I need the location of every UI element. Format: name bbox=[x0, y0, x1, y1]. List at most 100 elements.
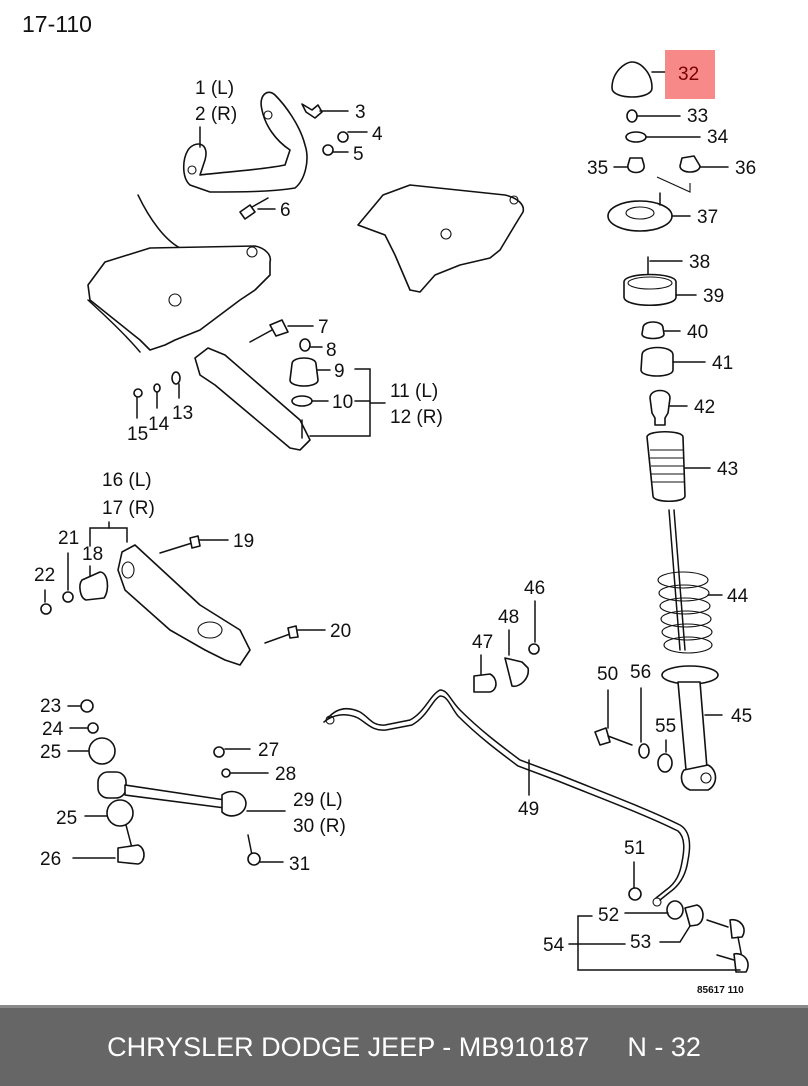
callout-15: 15 bbox=[127, 424, 148, 445]
clamp-48[interactable] bbox=[504, 657, 530, 688]
callout-20: 20 bbox=[330, 621, 351, 642]
callout-10: 10 bbox=[332, 392, 353, 413]
callout-5: 5 bbox=[353, 144, 364, 165]
callout-6: 6 bbox=[280, 200, 291, 221]
callout-50: 50 bbox=[597, 664, 618, 685]
callout-12: 12 (R) bbox=[390, 407, 443, 428]
callout-41: 41 bbox=[712, 353, 733, 374]
bolt-46[interactable] bbox=[528, 643, 540, 655]
stabilizer-bar-49[interactable] bbox=[323, 689, 691, 907]
bolt-6[interactable] bbox=[239, 197, 269, 220]
callout-13: 13 bbox=[172, 403, 193, 424]
insulator-39[interactable] bbox=[623, 273, 677, 306]
clip-10[interactable] bbox=[291, 395, 313, 407]
callout-40: 40 bbox=[687, 322, 708, 343]
nut-33[interactable] bbox=[626, 109, 638, 123]
callout-21: 21 bbox=[58, 528, 79, 549]
part-number-title: CHRYSLER DODGE JEEP - MB910187 bbox=[107, 1031, 590, 1062]
washer-13[interactable] bbox=[171, 371, 181, 385]
callout-54: 54 bbox=[543, 935, 565, 956]
washer-21[interactable] bbox=[62, 591, 74, 603]
nut-4[interactable] bbox=[337, 131, 349, 143]
callout-43: 43 bbox=[717, 459, 738, 480]
bolt-31[interactable] bbox=[247, 834, 261, 866]
nut-23[interactable] bbox=[80, 699, 94, 713]
page-reference: 17-110 bbox=[22, 11, 92, 37]
strut-rod bbox=[668, 509, 681, 651]
cup-41[interactable] bbox=[640, 346, 674, 377]
bolt-3[interactable] bbox=[301, 103, 323, 119]
callout-32-highlighted[interactable]: 32 bbox=[678, 64, 699, 85]
nut-27[interactable] bbox=[213, 746, 225, 758]
seal-52[interactable] bbox=[666, 900, 684, 920]
nut-36[interactable] bbox=[679, 155, 701, 173]
callout-29: 29 (L) bbox=[293, 790, 343, 811]
nut-51[interactable] bbox=[628, 887, 642, 901]
bushing-9[interactable] bbox=[289, 357, 319, 387]
callout-17: 17 (R) bbox=[102, 498, 155, 519]
lower-arm-11-12[interactable] bbox=[194, 347, 311, 451]
highlight-box bbox=[665, 50, 715, 99]
callout-30: 30 (R) bbox=[293, 816, 346, 837]
callout-45: 45 bbox=[731, 706, 752, 727]
washer-24[interactable] bbox=[87, 722, 99, 734]
washer-5[interactable] bbox=[322, 144, 334, 156]
seat-40[interactable] bbox=[641, 321, 665, 340]
callout-16: 16 (L) bbox=[102, 470, 152, 491]
bolt-20[interactable] bbox=[264, 625, 299, 644]
callout-39: 39 bbox=[703, 286, 724, 307]
callout-55: 55 bbox=[655, 716, 676, 737]
washer-28[interactable] bbox=[221, 768, 231, 778]
trailing-arm-16-17[interactable] bbox=[117, 544, 251, 666]
shock-absorber-45[interactable] bbox=[661, 665, 719, 791]
callout-28: 28 bbox=[275, 764, 296, 785]
nut-22[interactable] bbox=[40, 603, 52, 615]
bump-stop-42[interactable] bbox=[649, 389, 671, 426]
callout-27: 27 bbox=[258, 740, 279, 761]
bushing-25-lower[interactable] bbox=[106, 799, 134, 827]
stabilizer-link-54[interactable] bbox=[706, 918, 749, 973]
bushing-18[interactable] bbox=[79, 571, 109, 601]
callout-25a: 25 bbox=[40, 742, 61, 763]
callout-48: 48 bbox=[498, 607, 519, 628]
figure-code: 85617 110 bbox=[697, 985, 744, 996]
coil-spring-44[interactable] bbox=[657, 571, 713, 654]
callout-53: 53 bbox=[630, 932, 651, 953]
nut-8[interactable] bbox=[299, 338, 311, 352]
upper-control-arm[interactable] bbox=[182, 91, 308, 193]
callout-35: 35 bbox=[587, 158, 608, 179]
callout-44: 44 bbox=[727, 586, 749, 607]
bolt-7[interactable] bbox=[249, 319, 289, 343]
cap-32[interactable] bbox=[611, 61, 653, 98]
mount-plate-37[interactable] bbox=[607, 192, 673, 232]
bushing-53[interactable] bbox=[684, 904, 704, 927]
callout-37: 37 bbox=[697, 207, 718, 228]
callout-3: 3 bbox=[355, 102, 366, 123]
bushing-25-upper[interactable] bbox=[88, 737, 116, 765]
callout-9: 9 bbox=[334, 361, 345, 382]
nut-15[interactable] bbox=[133, 388, 143, 398]
bracket-26[interactable] bbox=[117, 824, 145, 865]
nut-35[interactable] bbox=[627, 157, 645, 174]
bolt-19[interactable] bbox=[159, 535, 201, 554]
callout-11: 11 (L) bbox=[390, 381, 438, 402]
callout-49: 49 bbox=[518, 799, 539, 820]
bushing-47[interactable] bbox=[473, 673, 497, 693]
callout-46: 46 bbox=[524, 578, 545, 599]
callout-4: 4 bbox=[372, 124, 383, 145]
nut-55[interactable] bbox=[657, 753, 673, 773]
callout-26: 26 bbox=[40, 849, 61, 870]
callout-56: 56 bbox=[630, 662, 651, 683]
dust-boot-43[interactable] bbox=[646, 430, 686, 503]
callout-18: 18 bbox=[82, 544, 103, 565]
callout-42: 42 bbox=[694, 397, 715, 418]
callout-22: 22 bbox=[34, 565, 55, 586]
washer-34[interactable] bbox=[625, 131, 647, 143]
washer-14[interactable] bbox=[153, 383, 161, 393]
callout-34: 34 bbox=[707, 127, 729, 148]
callout-1: 1 (L) bbox=[195, 78, 234, 99]
bolt-50[interactable] bbox=[594, 727, 633, 746]
callout-23: 23 bbox=[40, 696, 61, 717]
lateral-link-29-30[interactable] bbox=[97, 771, 247, 817]
washer-56[interactable] bbox=[638, 743, 650, 759]
